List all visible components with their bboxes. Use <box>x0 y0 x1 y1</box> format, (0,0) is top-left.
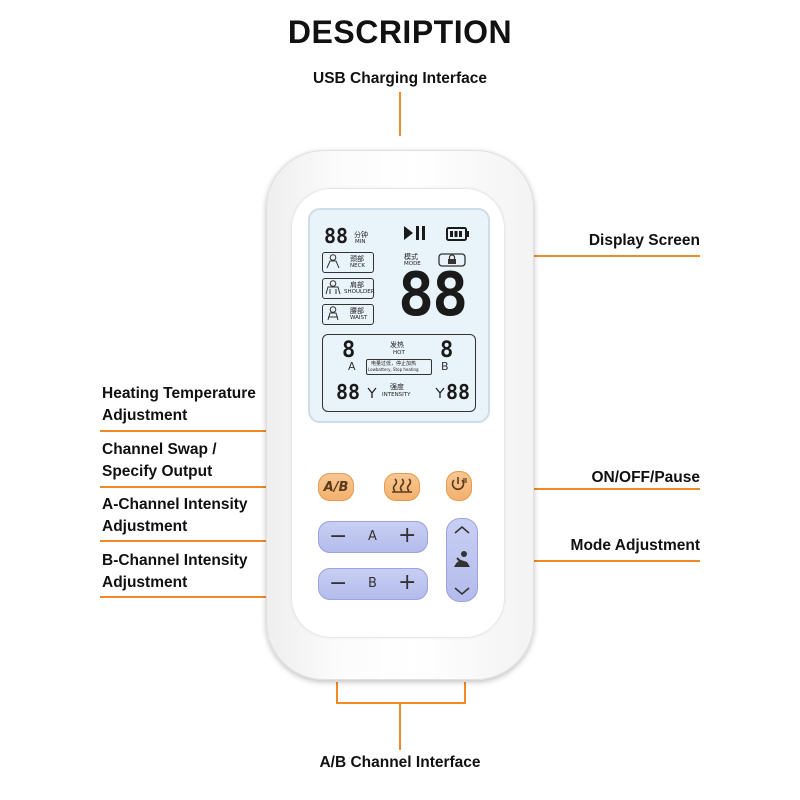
mode-up-button[interactable] <box>452 523 472 541</box>
usb-label: USB Charging Interface <box>313 70 487 87</box>
waist-label-en: WAIST <box>350 315 368 321</box>
usb-leader-line <box>399 92 401 136</box>
waist-icon <box>325 306 341 326</box>
shoulder-label-zh: 肩部 <box>350 281 364 289</box>
intensity-a-icon <box>367 386 377 404</box>
onoff-leader-line <box>470 488 700 490</box>
shoulder-icon <box>325 280 341 300</box>
heating-leader-line-h <box>100 430 320 432</box>
power-pause-button[interactable] <box>446 471 472 501</box>
channel-panel <box>322 334 476 412</box>
ab-label: A/B Channel Interface <box>319 754 481 771</box>
display-label: Display Screen <box>588 232 700 249</box>
ab-bracket-bottom <box>336 702 466 704</box>
mode-digits: 88 <box>398 260 468 330</box>
hot-b-digit: 8 <box>440 338 454 363</box>
heat-waves-icon <box>391 477 413 498</box>
page-title: DESCRIPTION <box>287 14 513 50</box>
ab-bracket-right <box>464 682 466 704</box>
timer-digits: 88 <box>324 224 349 248</box>
heating-label-1: Heating Temperature <box>102 385 256 402</box>
heating-button[interactable] <box>384 473 420 501</box>
mode-label: Mode Adjustment <box>570 537 700 554</box>
low-battery-zh: 电量过低，停止加热 <box>371 361 417 367</box>
heating-label-2: Adjustment <box>102 407 188 424</box>
intensity-a-digits: 88 <box>336 380 361 404</box>
a-intensity-leader-line <box>100 540 322 542</box>
hot-a-digit: 8 <box>342 338 356 363</box>
intensity-label-en: INTENSITY <box>382 392 411 398</box>
waist-label-zh: 腰部 <box>350 307 364 315</box>
waist-indicator <box>322 304 374 325</box>
mode-label-en: MODE <box>404 261 421 267</box>
b-channel-plus-button[interactable]: + <box>398 570 417 595</box>
b-intensity-label-1: B-Channel Intensity <box>102 552 248 569</box>
mode-adjust-control <box>446 518 478 602</box>
hot-label-zh: 发热 <box>390 341 404 349</box>
channel-swap-label: A/B <box>323 479 349 495</box>
a-channel-label: A <box>368 529 377 544</box>
swap-label-1: Channel Swap / <box>102 441 217 458</box>
shoulder-label-en: SHOULDER <box>344 289 375 295</box>
timer-unit-zh: 分钟 <box>354 231 368 239</box>
mode-down-button[interactable] <box>452 584 472 602</box>
neck-indicator <box>322 252 374 273</box>
b-channel-label: B <box>368 576 377 591</box>
intensity-b-digits: 88 <box>446 380 471 404</box>
a-intensity-label-1: A-Channel Intensity <box>102 496 248 513</box>
mode-leader-line <box>476 560 700 562</box>
hot-label-en: HOT <box>393 350 405 356</box>
mode-label-zh: 模式 <box>404 253 418 261</box>
channel-a-indicator: A <box>348 360 356 373</box>
ab-bracket-left <box>336 682 338 704</box>
a-channel-minus-button[interactable]: − <box>329 524 348 549</box>
low-battery-en: Lowbattery, Stop heating <box>368 367 419 372</box>
b-channel-intensity-control <box>318 568 428 600</box>
display-leader-line <box>470 255 700 257</box>
swap-leader-line <box>100 486 322 488</box>
swap-label-2: Specify Output <box>102 463 213 480</box>
play-pause-icon <box>403 224 427 247</box>
timer-unit-en: MIN <box>355 239 366 245</box>
a-channel-intensity-control <box>318 521 428 553</box>
intensity-label-zh: 强度 <box>390 383 404 391</box>
battery-icon <box>446 227 470 246</box>
onoff-label: ON/OFF/Pause <box>591 469 700 486</box>
b-channel-minus-button[interactable]: − <box>329 571 348 596</box>
massage-icon <box>451 549 473 576</box>
chevron-up-icon <box>454 525 470 534</box>
b-intensity-leader-line <box>100 596 322 598</box>
neck-icon <box>325 254 341 274</box>
power-pause-icon <box>450 476 468 497</box>
a-channel-plus-button[interactable]: + <box>398 523 417 548</box>
ab-leader-line <box>399 702 401 750</box>
neck-label-zh: 颈部 <box>350 255 364 263</box>
neck-label-en: NECK <box>350 263 366 269</box>
shoulder-indicator <box>322 278 374 299</box>
b-intensity-label-2: Adjustment <box>102 574 188 591</box>
chevron-down-icon <box>454 587 470 596</box>
lock-icon <box>438 252 466 273</box>
channel-b-indicator: B <box>441 360 449 373</box>
display-screen <box>308 208 490 423</box>
intensity-b-icon <box>435 386 445 404</box>
low-battery-box <box>366 359 432 375</box>
channel-swap-button[interactable]: A/B <box>318 473 354 501</box>
a-intensity-label-2: Adjustment <box>102 518 188 535</box>
